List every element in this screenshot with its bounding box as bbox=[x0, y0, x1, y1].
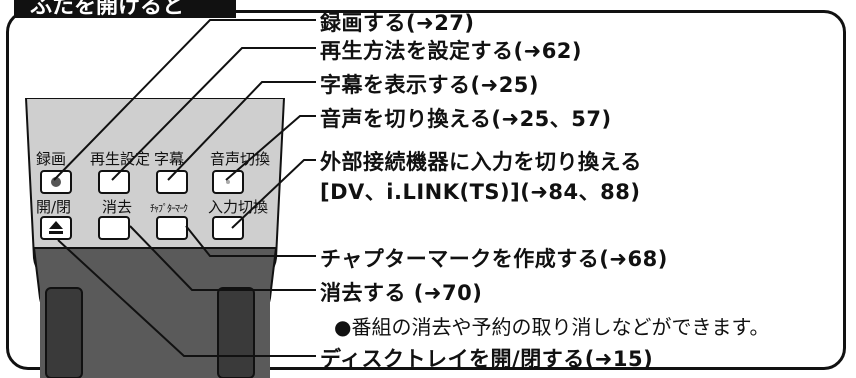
leader-line-chapter bbox=[185, 225, 316, 257]
leader-line-disc-tray bbox=[57, 239, 316, 357]
input-switch-button[interactable] bbox=[212, 216, 244, 240]
playback-settings-button[interactable] bbox=[98, 170, 130, 194]
delete-button[interactable] bbox=[98, 216, 130, 240]
callout-audio: 音声を切り換える(➜25、57) bbox=[320, 107, 612, 131]
callout-delete: 消去する (➜70) bbox=[320, 281, 483, 305]
open-close-button[interactable] bbox=[40, 216, 72, 240]
callout-playback: 再生方法を設定する(➜62) bbox=[320, 39, 583, 63]
callout-record: 録画する(➜27) bbox=[320, 11, 475, 35]
callout-disc-tray: ディスクトレイを開/閉する(➜15) bbox=[320, 347, 654, 371]
input-switch-button-label: 入力切換 bbox=[208, 198, 269, 216]
leader-line-input bbox=[231, 159, 316, 229]
leader-line-record bbox=[53, 19, 316, 181]
callout-chapter: チャプターマークを作成する(➜68) bbox=[320, 247, 668, 271]
callout-subtitle: 字幕を表示する(➜25) bbox=[320, 73, 540, 97]
open-close-button-label: 開/閉 bbox=[36, 198, 72, 216]
delete-note: ●番組の消去や予約の取り消しなどができます。 bbox=[334, 315, 770, 339]
callout-input-line1: 外部接続機器に入力を切り換える bbox=[320, 150, 642, 174]
eject-icon bbox=[49, 221, 63, 234]
callout-input-line2: [DV、i.LINK(TS)](➜84、88) bbox=[320, 180, 641, 204]
leader-line-audio bbox=[225, 115, 316, 181]
chapter-mark-button-label: ﾁｬﾌﾟﾀｰﾏｰｸ bbox=[150, 204, 188, 215]
small-dot-icon bbox=[226, 180, 230, 184]
leader-line-playback bbox=[111, 47, 316, 181]
leader-line-subtitle bbox=[167, 81, 316, 181]
subtitle-button[interactable] bbox=[156, 170, 188, 194]
record-button-label: 録画 bbox=[36, 150, 67, 168]
panel-frame bbox=[6, 10, 846, 370]
record-button[interactable] bbox=[40, 170, 72, 194]
subtitle-button-label: 字幕 bbox=[154, 150, 185, 168]
audio-switch-button[interactable] bbox=[212, 170, 244, 194]
playback-settings-button-label: 再生設定 bbox=[90, 150, 151, 168]
header-title: ふたを開けると bbox=[14, 0, 236, 18]
leader-line-delete bbox=[129, 225, 316, 291]
delete-button-label: 消去 bbox=[102, 198, 133, 216]
